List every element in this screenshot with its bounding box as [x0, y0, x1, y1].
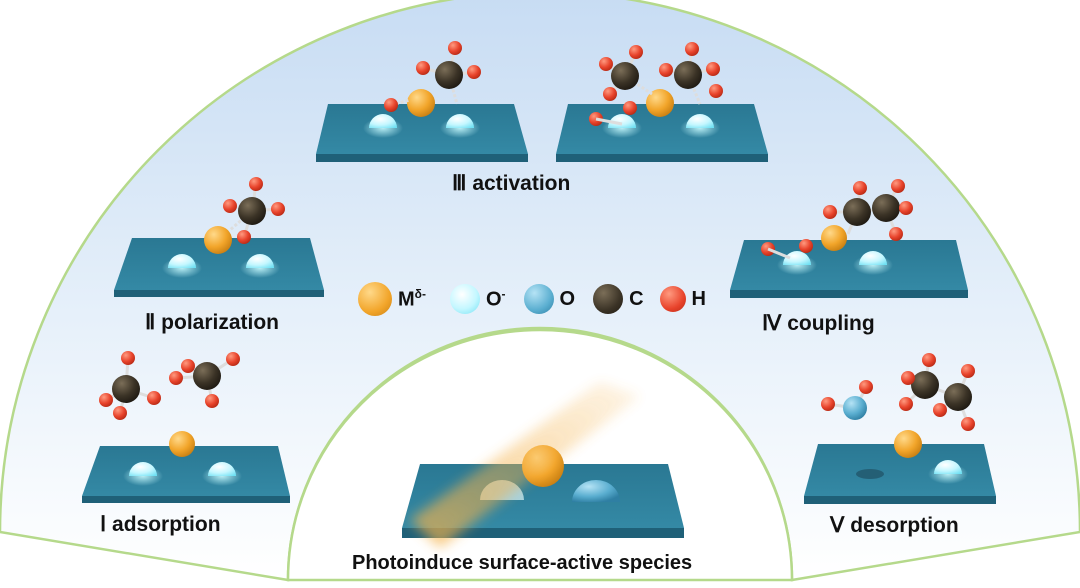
- label-polarization: Ⅱ polarization: [145, 311, 280, 334]
- center-photoinduced-scene: [402, 382, 684, 548]
- legend-label-metal: Mδ-: [398, 286, 426, 311]
- center-caption: Photoinduce surface-active species: [352, 552, 693, 574]
- legend-label-o-minus: O-: [485, 286, 506, 311]
- legend-swatch-metal: [358, 282, 392, 316]
- stage-desorption-scene: [804, 353, 996, 504]
- light-beam: [410, 382, 640, 548]
- stage-polarization-scene: [114, 177, 324, 297]
- legend-label-h: H: [691, 287, 706, 310]
- legend-swatch-o-minus: [449, 284, 480, 314]
- stage-coupling-scene: [730, 179, 968, 298]
- label-activation: Ⅲ activation: [452, 172, 571, 195]
- label-adsorption: Ⅰ adsorption: [100, 513, 221, 536]
- label-desorption: Ⅴ desorption: [830, 514, 959, 537]
- legend-swatch-h: [659, 286, 686, 312]
- stage-adsorption-scene: [82, 351, 290, 503]
- legend-swatch-o: [523, 284, 554, 314]
- legend-swatch-c: [593, 284, 624, 314]
- label-coupling: Ⅳ coupling: [762, 312, 875, 335]
- stage-activation-scene-left: [316, 41, 528, 162]
- legend-label-c: C: [629, 287, 644, 310]
- stage-activation-scene-right: [556, 42, 768, 162]
- legend-label-o: O: [559, 287, 576, 310]
- species-legend: Mδ- O- O C H: [358, 282, 706, 316]
